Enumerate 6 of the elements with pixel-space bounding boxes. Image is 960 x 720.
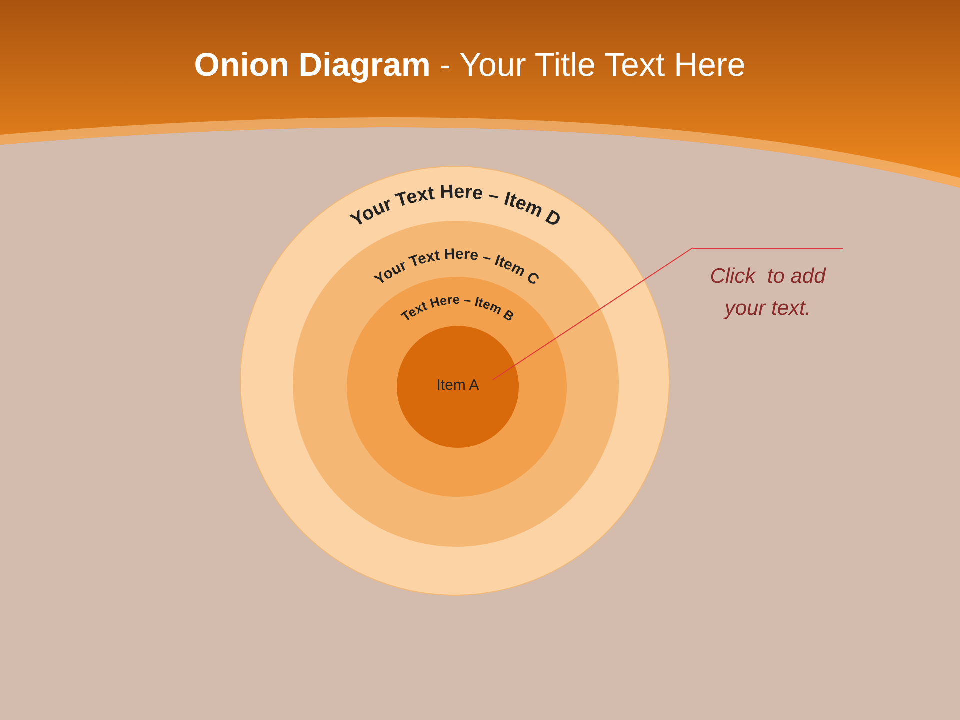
title: Onion Diagram - Your Title Text Here — [193, 46, 747, 84]
ring-label: Your Text Here – Item D — [348, 182, 564, 232]
core-label: Item A — [436, 376, 480, 394]
leader-line — [492, 248, 694, 380]
callout-text: Click to add your text. — [693, 248, 843, 328]
ring-label: Text Here – Item B — [398, 292, 518, 325]
